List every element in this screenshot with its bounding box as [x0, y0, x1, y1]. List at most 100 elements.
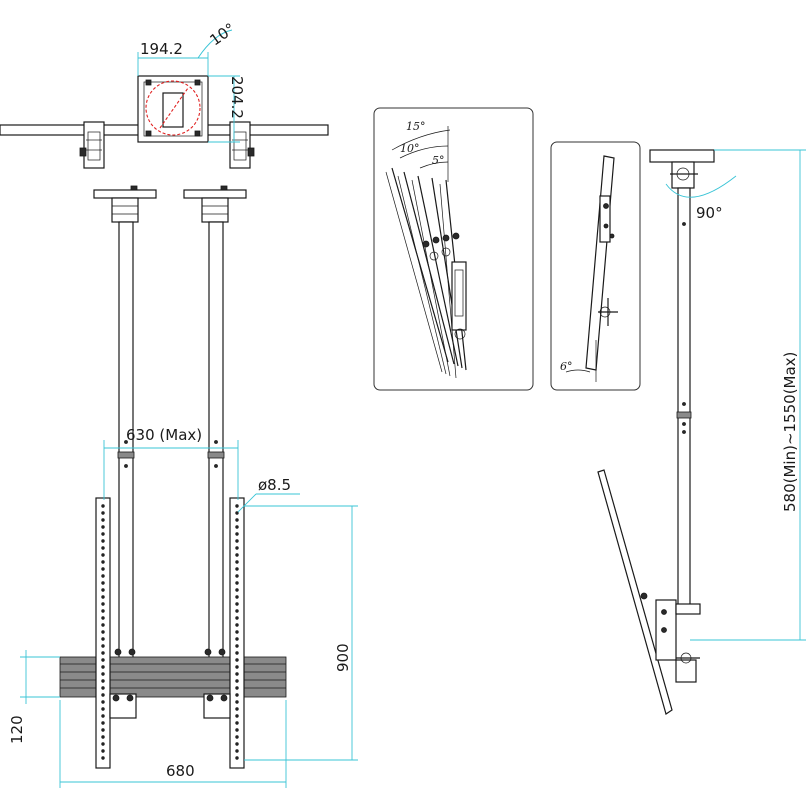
mounting-hole	[101, 546, 105, 550]
mounting-hole	[101, 700, 105, 704]
mounting-hole	[235, 735, 239, 739]
tilt-angle-10: 10°	[400, 142, 420, 155]
mounting-hole	[235, 658, 239, 662]
right-top-plate	[183, 189, 247, 199]
mounting-hole	[101, 749, 105, 753]
mounting-hole	[235, 525, 239, 529]
mounting-hole	[235, 749, 239, 753]
mounting-hole	[235, 574, 239, 578]
mounting-hole	[235, 651, 239, 655]
mounting-hole	[101, 658, 105, 662]
mounting-hole	[235, 511, 239, 515]
mounting-hole	[235, 679, 239, 683]
mounting-hole	[101, 574, 105, 578]
mounting-hole	[235, 686, 239, 690]
mounting-hole	[235, 623, 239, 627]
tilt-detail-box: 15° 10° 5°	[373, 107, 534, 391]
mounting-hole	[101, 532, 105, 536]
mounting-hole	[235, 595, 239, 599]
side-screen-large	[597, 469, 673, 715]
tilt-angle-15: 15°	[406, 120, 426, 133]
mounting-hole	[101, 630, 105, 634]
mounting-hole	[101, 742, 105, 746]
mounting-hole	[101, 616, 105, 620]
mounting-hole	[101, 602, 105, 606]
mounting-hole	[235, 588, 239, 592]
mounting-hole	[235, 504, 239, 508]
mounting-hole	[235, 693, 239, 697]
mounting-hole	[235, 560, 239, 564]
mounting-hole	[235, 672, 239, 676]
mounting-hole	[101, 686, 105, 690]
mounting-hole	[101, 623, 105, 627]
mounting-hole	[101, 637, 105, 641]
mounting-hole	[101, 707, 105, 711]
tilt-angle-5: 5°	[432, 154, 445, 167]
mounting-hole	[101, 518, 105, 522]
mounting-hole	[101, 679, 105, 683]
dim-width-680: 680	[166, 762, 195, 780]
mounting-hole	[101, 553, 105, 557]
mounting-hole	[101, 609, 105, 613]
dim-pole-spacing: 630 (Max)	[126, 426, 202, 444]
mounting-hole	[235, 602, 239, 606]
mounting-hole	[101, 504, 105, 508]
mounting-hole	[235, 567, 239, 571]
mounting-hole	[101, 735, 105, 739]
mounting-hole	[101, 651, 105, 655]
mounting-hole	[235, 728, 239, 732]
mounting-hole	[235, 609, 239, 613]
mounting-hole	[101, 693, 105, 697]
mounting-hole	[235, 714, 239, 718]
mounting-hole	[235, 518, 239, 522]
mounting-hole	[235, 539, 239, 543]
mounting-hole	[101, 581, 105, 585]
mounting-hole	[101, 539, 105, 543]
mounting-hole	[101, 595, 105, 599]
mounting-hole	[101, 567, 105, 571]
mounting-hole	[235, 707, 239, 711]
mounting-hole	[235, 581, 239, 585]
mounting-hole	[235, 630, 239, 634]
horizontal-rail	[59, 656, 287, 698]
side-angle-6: 6°	[560, 360, 573, 373]
mounting-hole	[235, 644, 239, 648]
mounting-hole	[101, 721, 105, 725]
front-view: 630 (Max) ø8.5 900 120 680	[8, 185, 358, 788]
dim-rail-120: 120	[8, 715, 26, 744]
mounting-hole	[101, 588, 105, 592]
dim-drop-length: 580(Min)~1550(Max)	[781, 352, 799, 512]
dim-swivel: 90°	[696, 204, 723, 222]
mounting-hole	[235, 700, 239, 704]
mounting-hole	[235, 546, 239, 550]
rotation-circle	[145, 80, 201, 136]
mounting-hole	[101, 511, 105, 515]
right-clamp	[229, 121, 255, 169]
dim-hole-diameter: ø8.5	[258, 476, 291, 494]
mounting-hole	[101, 714, 105, 718]
mounting-hole	[235, 721, 239, 725]
side-ceiling-plate	[649, 149, 715, 163]
mounting-hole	[235, 665, 239, 669]
left-clamp	[79, 121, 105, 169]
mounting-hole	[101, 728, 105, 732]
side-view: 90° 580(Min)~1550(Max)	[597, 149, 806, 715]
dim-plate-width: 194.2	[140, 40, 183, 58]
mounting-hole	[101, 560, 105, 564]
mounting-hole	[101, 672, 105, 676]
mounting-hole	[235, 756, 239, 760]
dim-plate-height: 204.2	[228, 76, 246, 119]
mounting-hole	[235, 553, 239, 557]
mounting-hole	[235, 742, 239, 746]
mounting-hole	[235, 616, 239, 620]
mounting-hole	[101, 665, 105, 669]
dim-rotation-small: 10°	[206, 19, 238, 49]
side-detail-box: 6°	[550, 141, 641, 391]
dim-height-900: 900	[334, 643, 352, 672]
top-view: 194.2 10° 204.2	[0, 19, 329, 169]
mounting-hole	[101, 644, 105, 648]
mounting-hole	[235, 532, 239, 536]
mounting-hole	[235, 637, 239, 641]
left-top-plate	[93, 189, 157, 199]
